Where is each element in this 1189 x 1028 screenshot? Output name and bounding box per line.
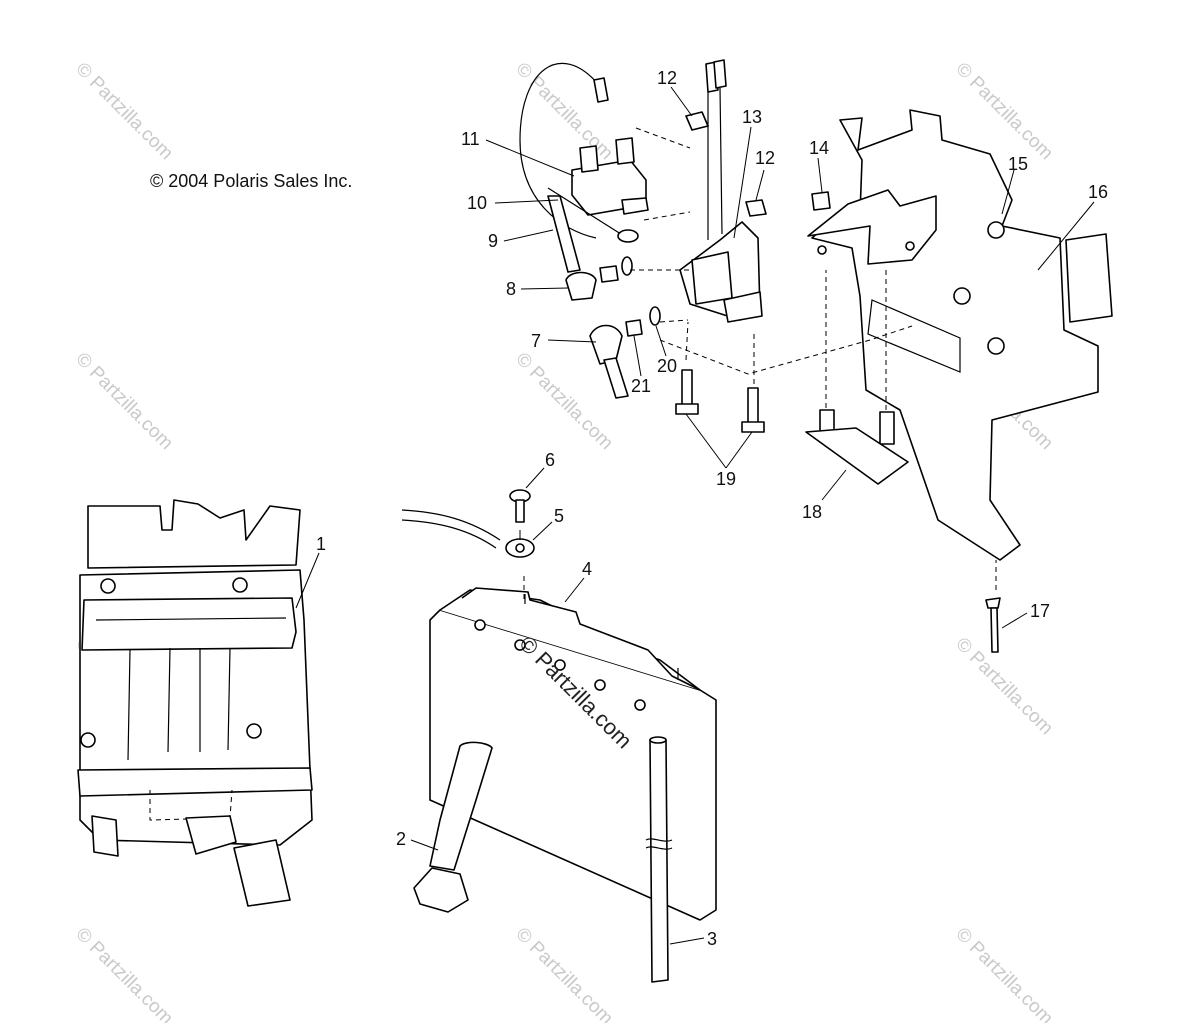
bolts <box>675 369 765 433</box>
watermark: © Partzilla.com <box>71 59 176 164</box>
coil-wire <box>519 63 639 301</box>
assembly-lines <box>523 127 997 602</box>
battery <box>429 587 717 921</box>
watermark: © Partzilla.com <box>511 59 616 164</box>
callout-3: 3 <box>707 929 717 949</box>
callout-18: 18 <box>802 502 822 522</box>
callout-20: 20 <box>657 356 677 376</box>
copyright-text: © 2004 Polaris Sales Inc. <box>150 171 352 191</box>
callout-13: 13 <box>742 107 762 127</box>
callout-6: 6 <box>545 450 555 470</box>
callout-12: 12 <box>657 68 677 88</box>
watermark: © Partzilla.com <box>71 349 176 454</box>
watermark: © Partzilla.com <box>71 924 176 1023</box>
callout-14: 14 <box>809 138 829 158</box>
callout-9: 9 <box>488 231 498 251</box>
callout-8: 8 <box>506 279 516 299</box>
washers <box>621 256 661 326</box>
callout-5: 5 <box>554 506 564 526</box>
callout-2: 2 <box>396 829 406 849</box>
rivet <box>985 597 1001 653</box>
callout-4: 4 <box>582 559 592 579</box>
callout-7: 7 <box>531 331 541 351</box>
callout-12: 12 <box>755 148 775 168</box>
watermark: © Partzilla.com <box>951 634 1056 739</box>
mounting-bracket <box>807 109 1099 561</box>
callout-17: 17 <box>1030 601 1050 621</box>
callout-1: 1 <box>316 534 326 554</box>
spacers <box>805 409 909 485</box>
coil <box>571 137 649 216</box>
battery-box <box>77 499 313 907</box>
callout-11: 11 <box>461 129 480 149</box>
callout-15: 15 <box>1008 154 1028 174</box>
callout-10: 10 <box>467 193 487 213</box>
vent-hose <box>645 736 673 983</box>
leader-lines <box>295 86 1095 945</box>
ground-cable <box>401 509 535 558</box>
callout-labels: 1 2 3 4 5 6 7 8 9 10 11 12 12 13 14 15 1… <box>316 68 1108 949</box>
battery-strap <box>413 741 493 913</box>
decal <box>1065 233 1113 323</box>
callout-21: 21 <box>631 376 651 396</box>
watermark: © Partzilla.com <box>511 924 616 1023</box>
callout-16: 16 <box>1088 182 1108 202</box>
solenoid <box>679 59 763 323</box>
battery-screw <box>509 489 531 540</box>
cable-boot <box>589 324 629 399</box>
watermark: © Partzilla.com <box>951 924 1056 1023</box>
callout-19: 19 <box>716 469 736 489</box>
